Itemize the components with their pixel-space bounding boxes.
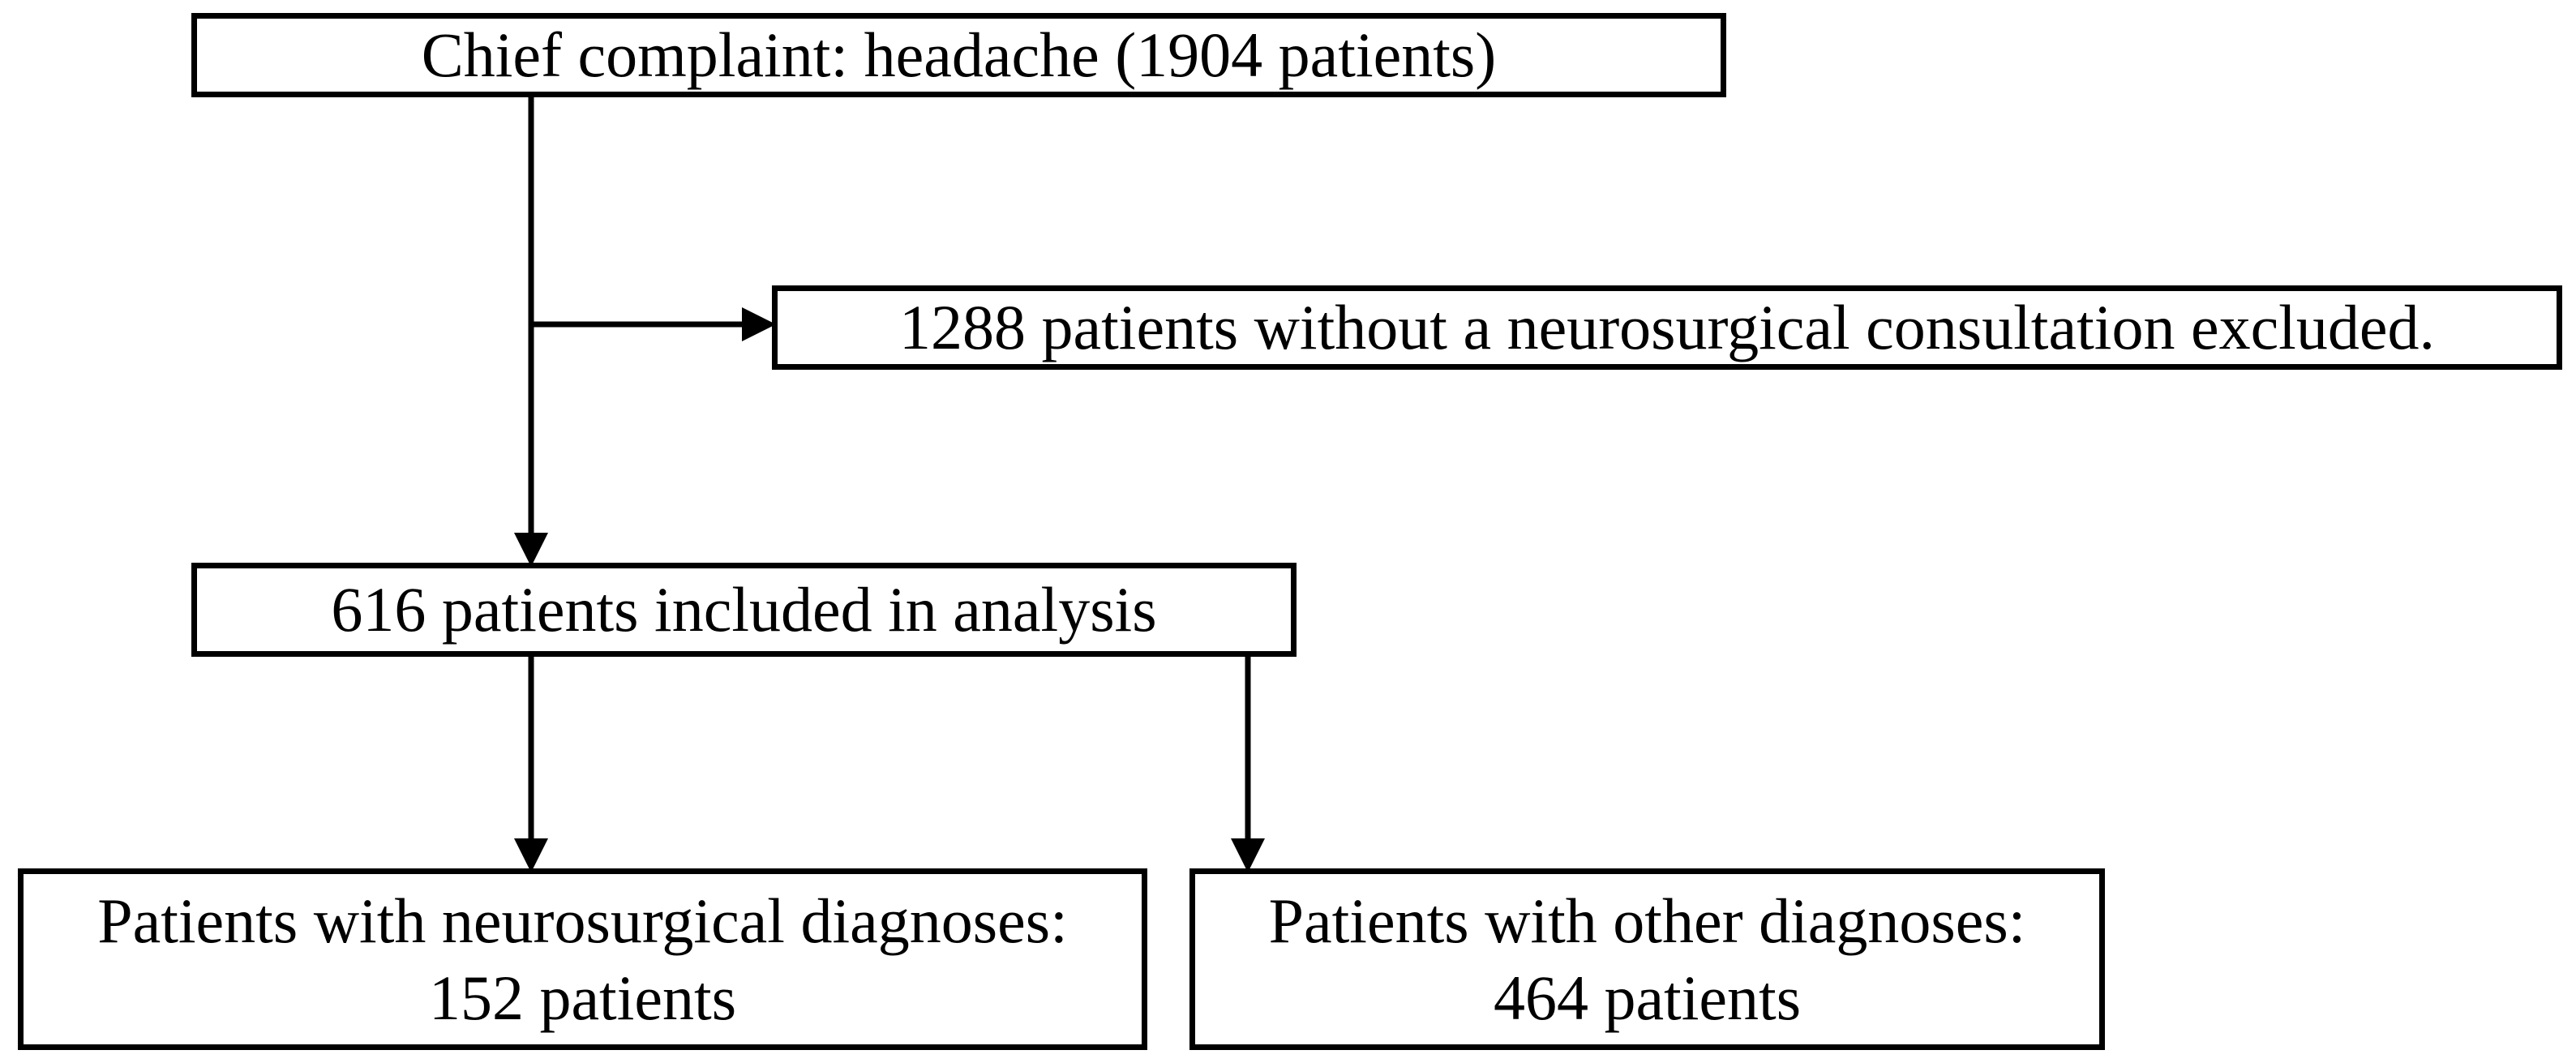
- other-diagnoses-box: Patients with other diagnoses: 464 patie…: [1189, 868, 2105, 1050]
- neurosurgical-diagnoses-box: Patients with neurosurgical diagnoses: 1…: [18, 868, 1147, 1050]
- chief-complaint-text: Chief complaint: headache (1904 patients…: [421, 19, 1497, 91]
- neurosurgical-label: Patients with neurosurgical diagnoses:: [97, 885, 1068, 956]
- included-text: 616 patients included in analysis: [331, 574, 1157, 645]
- excluded-box: 1288 patients without a neurosurgical co…: [772, 285, 2562, 370]
- chief-complaint-box: Chief complaint: headache (1904 patients…: [191, 13, 1726, 97]
- excluded-text: 1288 patients without a neurosurgical co…: [899, 292, 2435, 363]
- included-box: 616 patients included in analysis: [191, 563, 1297, 657]
- neurosurgical-count: 152 patients: [428, 962, 737, 1033]
- other-label: Patients with other diagnoses:: [1268, 885, 2026, 956]
- other-count: 464 patients: [1493, 962, 1802, 1033]
